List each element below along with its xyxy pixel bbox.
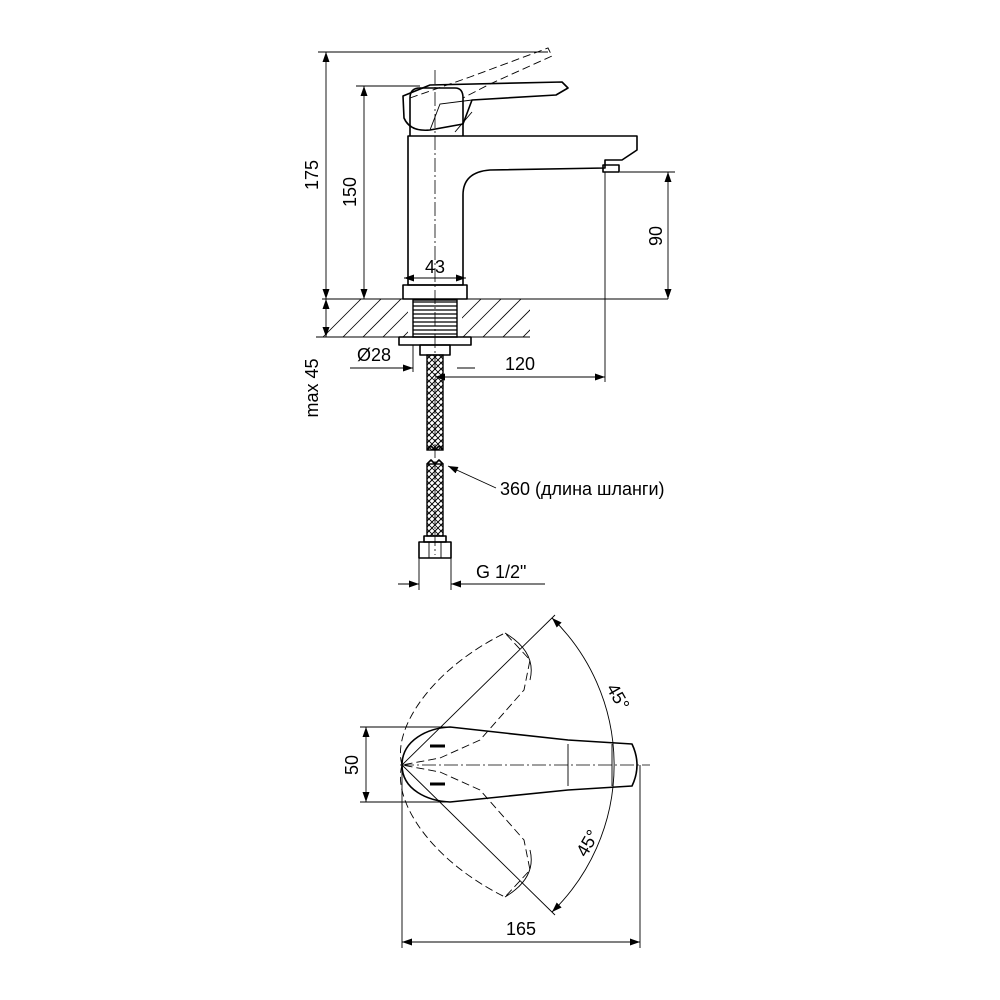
dim-connection: G 1/2" — [398, 558, 545, 590]
dim-handle-width: 50 — [342, 726, 450, 803]
dim-body-width: 43 — [404, 257, 466, 282]
dim-120-label: 120 — [505, 354, 535, 374]
dim-body-height: 150 — [340, 85, 420, 299]
dim-total-length: 165 — [401, 765, 641, 948]
connection-label: G 1/2" — [476, 562, 526, 582]
dim-d28-label: Ø28 — [357, 345, 391, 365]
hose-length-callout: 360 (длина шланги) — [447, 465, 665, 499]
side-view: 175 150 90 43 max 45 — [302, 47, 675, 590]
dim-max-counter: max 45 — [302, 299, 340, 418]
dim-thread-diameter: Ø28 — [350, 345, 475, 372]
hose-length-label: 360 (длина шланги) — [500, 479, 665, 499]
dim-90-label: 90 — [646, 226, 666, 246]
dim-50-label: 50 — [342, 755, 362, 775]
angle-lower-label: 45° — [572, 826, 603, 860]
dim-max45-label: max 45 — [302, 358, 322, 417]
top-view: 45° 45° 50 165 — [342, 614, 650, 948]
counter-section — [322, 298, 668, 338]
mounting-thread — [398, 299, 472, 356]
angle-upper-label: 45° — [603, 680, 634, 714]
dim-150-label: 150 — [340, 177, 360, 207]
handle-top-outline — [401, 726, 638, 803]
dim-165-label: 165 — [506, 919, 536, 939]
dim-spout-height: 90 — [620, 171, 675, 299]
dim-175-label: 175 — [302, 160, 322, 190]
dim-total-height: 175 — [302, 51, 548, 299]
dim-spout-reach: 120 — [435, 172, 606, 382]
dim-43-label: 43 — [425, 257, 445, 277]
